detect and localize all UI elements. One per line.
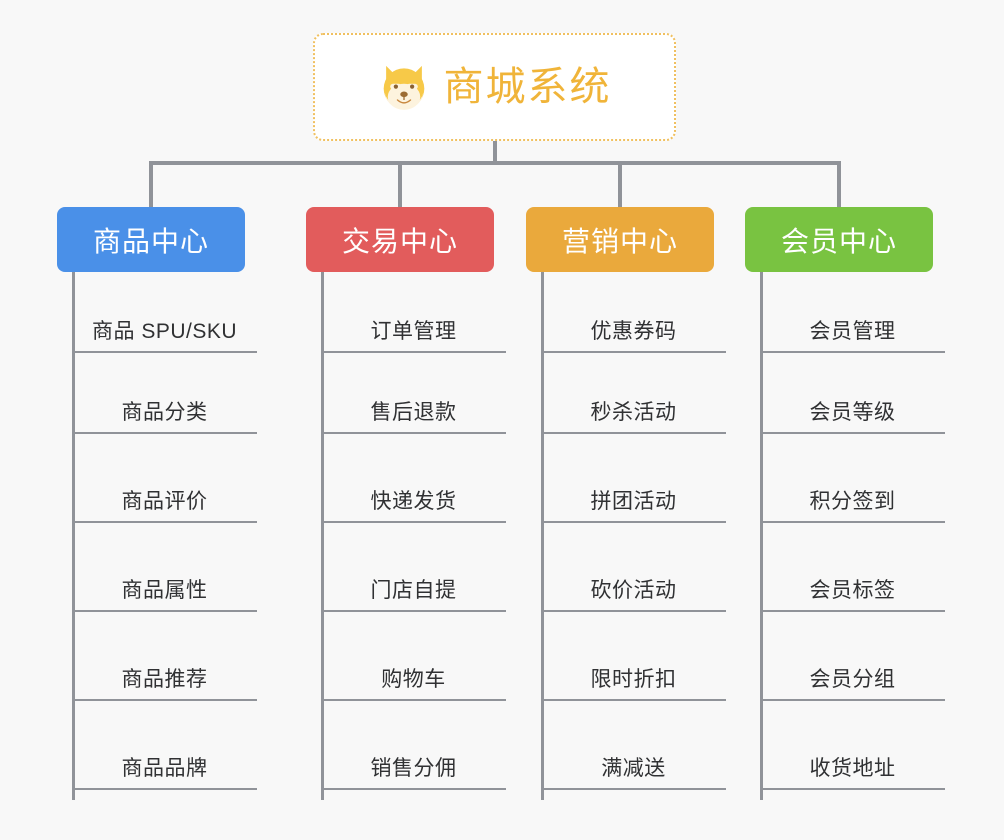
root-title: 商城系统 <box>443 65 612 109</box>
leaf-label-0-1: 商品分类 <box>121 401 208 424</box>
leaf-item-2-5[interactable]: 满减送 <box>541 709 726 790</box>
leaf-label-2-4: 限时折扣 <box>590 668 677 691</box>
leaf-item-0-2[interactable]: 商品评价 <box>72 442 257 523</box>
leaf-spine-1 <box>321 272 324 800</box>
leaf-label-0-5: 商品品牌 <box>121 757 208 780</box>
leaf-label-2-0: 优惠券码 <box>590 320 677 343</box>
leaf-item-3-2[interactable]: 积分签到 <box>760 442 945 523</box>
category-label-2: 营销中心 <box>561 225 678 257</box>
leaf-label-1-5: 销售分佣 <box>370 757 457 780</box>
leaf-label-3-2: 积分签到 <box>809 490 896 513</box>
branch-drop-1 <box>398 161 402 209</box>
leaf-label-0-4: 商品推荐 <box>121 668 208 691</box>
leaf-item-0-4[interactable]: 商品推荐 <box>72 620 257 701</box>
leaf-item-2-0[interactable]: 优惠券码 <box>541 272 726 353</box>
root-trunk-vertical <box>493 141 497 165</box>
leaf-label-3-1: 会员等级 <box>809 401 896 424</box>
leaf-label-3-0: 会员管理 <box>809 320 896 343</box>
root-trunk-horizontal <box>149 161 841 165</box>
leaf-label-3-4: 会员分组 <box>809 668 896 691</box>
leaf-spine-2 <box>541 272 544 800</box>
leaf-item-1-0[interactable]: 订单管理 <box>321 272 506 353</box>
leaf-label-1-4: 购物车 <box>381 668 446 691</box>
leaf-label-1-2: 快递发货 <box>370 490 457 513</box>
leaf-item-0-5[interactable]: 商品品牌 <box>72 709 257 790</box>
leaf-label-1-0: 订单管理 <box>370 320 457 343</box>
leaf-item-1-4[interactable]: 购物车 <box>321 620 506 701</box>
leaf-column-2: 优惠券码 秒杀活动 拼团活动 砍价活动 限时折扣 满减送 <box>541 272 761 812</box>
leaf-item-1-1[interactable]: 售后退款 <box>321 353 506 434</box>
branch-drop-2 <box>618 161 622 209</box>
category-label-3: 会员中心 <box>780 225 897 257</box>
leaf-spine-3 <box>760 272 763 800</box>
category-box-2[interactable]: 营销中心 <box>526 207 714 272</box>
leaf-item-3-0[interactable]: 会员管理 <box>760 272 945 353</box>
category-box-3[interactable]: 会员中心 <box>745 207 933 272</box>
leaf-label-2-5: 满减送 <box>601 757 666 780</box>
category-label-1: 交易中心 <box>341 225 458 257</box>
leaf-item-1-5[interactable]: 销售分佣 <box>321 709 506 790</box>
leaf-item-1-3[interactable]: 门店自提 <box>321 531 506 612</box>
leaf-column-3: 会员管理 会员等级 积分签到 会员标签 会员分组 收货地址 <box>760 272 980 812</box>
branch-drop-0 <box>149 161 153 209</box>
leaf-label-1-3: 门店自提 <box>370 579 457 602</box>
leaf-column-1: 订单管理 售后退款 快递发货 门店自提 购物车 销售分佣 <box>321 272 541 812</box>
leaf-label-0-0: 商品 SPU/SKU <box>91 320 238 343</box>
leaf-label-2-1: 秒杀活动 <box>590 401 677 424</box>
leaf-item-3-1[interactable]: 会员等级 <box>760 353 945 434</box>
leaf-item-2-2[interactable]: 拼团活动 <box>541 442 726 523</box>
leaf-item-0-3[interactable]: 商品属性 <box>72 531 257 612</box>
leaf-item-0-0[interactable]: 商品 SPU/SKU <box>72 272 257 353</box>
category-box-0[interactable]: 商品中心 <box>57 207 245 272</box>
root-node-商城系统[interactable]: 商城系统 <box>313 33 676 141</box>
leaf-label-1-1: 售后退款 <box>370 401 457 424</box>
leaf-spine-0 <box>72 272 75 800</box>
leaf-item-1-2[interactable]: 快递发货 <box>321 442 506 523</box>
dog-face-icon <box>383 65 424 110</box>
branch-drop-3 <box>837 161 841 209</box>
leaf-label-0-2: 商品评价 <box>121 490 208 513</box>
leaf-item-3-4[interactable]: 会员分组 <box>760 620 945 701</box>
category-box-1[interactable]: 交易中心 <box>306 207 494 272</box>
leaf-label-3-3: 会员标签 <box>809 579 896 602</box>
leaf-label-3-5: 收货地址 <box>809 757 896 780</box>
leaf-item-2-1[interactable]: 秒杀活动 <box>541 353 726 434</box>
leaf-item-2-3[interactable]: 砍价活动 <box>541 531 726 612</box>
leaf-item-3-5[interactable]: 收货地址 <box>760 709 945 790</box>
category-label-0: 商品中心 <box>92 225 209 257</box>
leaf-label-2-2: 拼团活动 <box>590 490 677 513</box>
leaf-label-2-3: 砍价活动 <box>590 579 677 602</box>
leaf-item-3-3[interactable]: 会员标签 <box>760 531 945 612</box>
leaf-item-0-1[interactable]: 商品分类 <box>72 353 257 434</box>
leaf-column-0: 商品 SPU/SKU 商品分类 商品评价 商品属性 商品推荐 商品品牌 <box>72 272 292 812</box>
leaf-item-2-4[interactable]: 限时折扣 <box>541 620 726 701</box>
leaf-label-0-3: 商品属性 <box>121 579 208 602</box>
